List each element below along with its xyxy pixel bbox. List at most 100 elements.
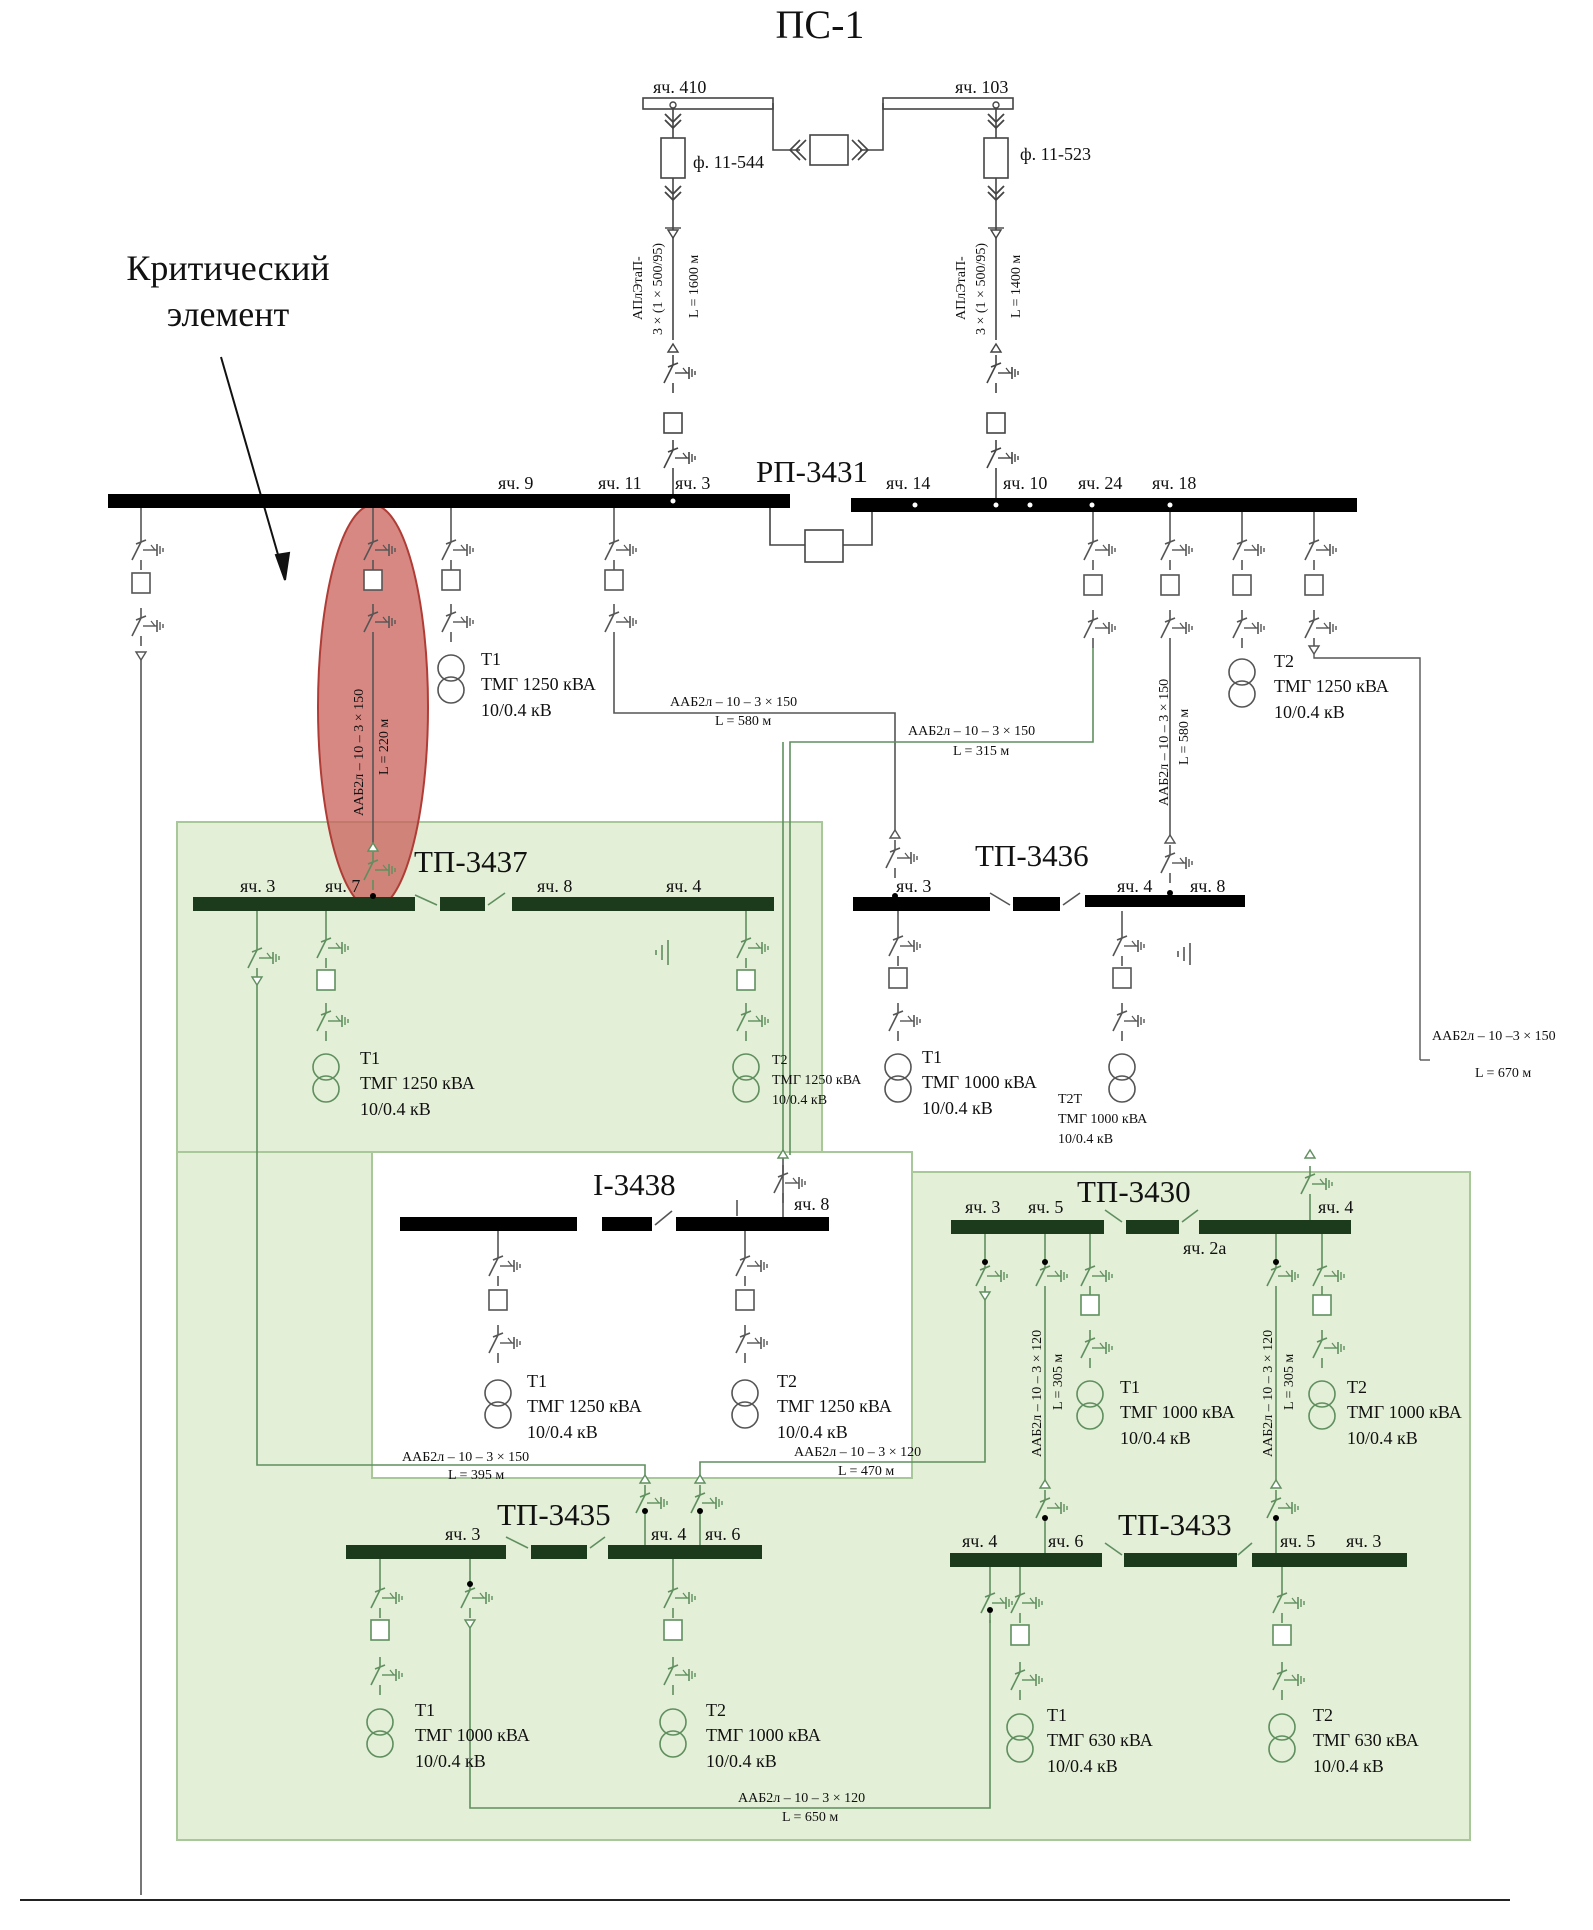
- diagram-title: ПС-1: [776, 2, 865, 47]
- tp3437-cell-7: яч. 7: [325, 876, 360, 896]
- tp3437-bus-3[interactable]: [512, 897, 774, 911]
- tp3430-cell-5: яч. 5: [1028, 1197, 1063, 1217]
- cable-ps-left-section: 3 × (1 × 500/95): [651, 243, 666, 335]
- tp3438-bus-1[interactable]: [400, 1217, 577, 1231]
- cable-ps-left-type: АПлЭтаП-: [631, 256, 646, 320]
- tp3437-t1-id: T1: [360, 1048, 380, 1068]
- tp3435-t1-voltage: 10/0.4 кВ: [415, 1751, 486, 1771]
- tp3430-cell-2a: яч. 2а: [1183, 1238, 1226, 1258]
- cable-315-type: ААБ2л – 10 – 3 × 150: [908, 724, 1035, 739]
- cable-580v-length: L = 580 м: [1177, 709, 1192, 765]
- tp3438-name: I-3438: [593, 1167, 676, 1202]
- tp3437-name: ТП-3437: [414, 844, 528, 879]
- cable-650-length: L = 650 м: [782, 1810, 838, 1825]
- tp3436-cell-3: яч. 3: [896, 876, 931, 896]
- rp3431-feeders: [131, 508, 1430, 1895]
- cable-470-type: ААБ2л – 10 – 3 × 120: [794, 1445, 921, 1460]
- tp3437-cell-3: яч. 3: [240, 876, 275, 896]
- tp3437-cell-8: яч. 8: [537, 876, 572, 896]
- rp3431-t1-model: ТМГ 1250 кВА: [481, 674, 596, 694]
- cable-395-length: L = 395 м: [448, 1468, 504, 1483]
- tp3436-bus-3[interactable]: [1085, 895, 1245, 907]
- tp3435-bus-2[interactable]: [531, 1545, 587, 1559]
- ps1-section: [642, 97, 1019, 500]
- tp3430-cell-3: яч. 3: [965, 1197, 1000, 1217]
- tp3435: [346, 1474, 991, 1809]
- tp3438-t2-model: ТМГ 1250 кВА: [777, 1396, 892, 1416]
- rp3431-cell-9: яч. 9: [498, 473, 533, 493]
- cable-315-length: L = 315 м: [953, 744, 1009, 759]
- tp3430-t2-model: ТМГ 1000 кВА: [1347, 1402, 1462, 1422]
- tp3430-bus-1[interactable]: [951, 1220, 1104, 1234]
- tp3435-cell-4: яч. 4: [651, 1524, 686, 1544]
- tp3435-cell-6: яч. 6: [705, 1524, 740, 1544]
- zone-tp3437: [176, 821, 823, 1153]
- tp3430-bus-3[interactable]: [1199, 1220, 1351, 1234]
- tp3438-bus-3[interactable]: [676, 1217, 829, 1231]
- cable-ps-right-section: 3 × (1 × 500/95): [974, 243, 989, 335]
- rp3431-cell-24: яч. 24: [1078, 473, 1122, 493]
- tp3437-t1-voltage: 10/0.4 кВ: [360, 1099, 431, 1119]
- tp3436-t2-model: ТМГ 1000 кВА: [1058, 1112, 1148, 1127]
- tp3437-bus-2[interactable]: [440, 897, 485, 911]
- tp3437-t2-voltage: 10/0.4 кВ: [772, 1093, 827, 1108]
- tp3438-t1-id: T1: [527, 1371, 547, 1391]
- tp3437-t1-model: ТМГ 1250 кВА: [360, 1073, 475, 1093]
- cable-ps-right-type: АПлЭтаП-: [954, 256, 969, 320]
- rp3431-cell-3: яч. 3: [675, 473, 710, 493]
- tp3438-bus-2[interactable]: [602, 1217, 652, 1231]
- tp3435-t1-id: T1: [415, 1700, 435, 1720]
- ps-cell-103: яч. 103: [955, 77, 1008, 97]
- tp3437-t2-model: ТМГ 1250 кВА: [772, 1073, 862, 1088]
- rp3431-t2-voltage: 10/0.4 кВ: [1274, 702, 1345, 722]
- cable-ps-left-label: АПлЭтаП- 3 × (1 × 500/95) L = 1600 м: [631, 243, 702, 335]
- tp3430-t1-model: ТМГ 1000 кВА: [1120, 1402, 1235, 1422]
- tp3433-cell-4: яч. 4: [962, 1531, 997, 1551]
- tp3435-bus-1[interactable]: [346, 1545, 506, 1559]
- tp3433-bus-3[interactable]: [1252, 1553, 1407, 1567]
- tp3436-t1-voltage: 10/0.4 кВ: [922, 1098, 993, 1118]
- rp3431-bus-2[interactable]: [851, 498, 1357, 512]
- tp3436-cell-4: яч. 4: [1117, 876, 1152, 896]
- tp3430: [699, 1149, 1351, 1480]
- cable-305b-length: L = 305 м: [1282, 1354, 1297, 1410]
- rp3431-t1-id: T1: [481, 649, 501, 669]
- tp3433-name: ТП-3433: [1118, 1507, 1232, 1542]
- tp3435-bus-3[interactable]: [608, 1545, 762, 1559]
- rp3431-cell-14: яч. 14: [886, 473, 930, 493]
- rp3431-bus-1[interactable]: [108, 494, 790, 508]
- tp3430-bus-2[interactable]: [1126, 1220, 1179, 1234]
- cable-crit-length: L = 220 м: [377, 719, 392, 775]
- tp3437-cell-4: яч. 4: [666, 876, 701, 896]
- tp3437-bus-1[interactable]: [193, 897, 415, 911]
- tp3430-cell-4: яч. 4: [1318, 1197, 1353, 1217]
- rp3431-t2-model: ТМГ 1250 кВА: [1274, 676, 1389, 696]
- cable-580v-type: ААБ2л – 10 – 3 × 150: [1157, 679, 1172, 806]
- cable-ps-left-length: L = 1600 м: [687, 255, 702, 318]
- tp3438-t1-model: ТМГ 1250 кВА: [527, 1396, 642, 1416]
- tp3433-bus-2[interactable]: [1124, 1553, 1237, 1567]
- cable-670-type: ААБ2л – 10 –3 × 150: [1432, 1029, 1556, 1044]
- rp3431: [108, 494, 1357, 563]
- rp3431-t1-voltage: 10/0.4 кВ: [481, 700, 552, 720]
- tp3433-t2-voltage: 10/0.4 кВ: [1313, 1756, 1384, 1776]
- tp3433-t1-voltage: 10/0.4 кВ: [1047, 1756, 1118, 1776]
- tp3438-cell-8: яч. 8: [794, 1194, 829, 1214]
- tp3436-cell-8: яч. 8: [1190, 876, 1225, 896]
- tp3436: [853, 829, 1245, 1103]
- tp3438-t1-voltage: 10/0.4 кВ: [527, 1422, 598, 1442]
- critical-label-line1: Критический: [126, 248, 329, 288]
- rp3431-cell-10: яч. 10: [1003, 473, 1047, 493]
- tp3436-t1-id: T1: [922, 1047, 942, 1067]
- ps-bus-410: [642, 97, 774, 110]
- tp3438-t2-id: T2: [777, 1371, 797, 1391]
- tp3436-bus-2[interactable]: [1013, 897, 1060, 911]
- tp3436-bus-1[interactable]: [853, 897, 990, 911]
- tp3436-t1-model: ТМГ 1000 кВА: [922, 1072, 1037, 1092]
- cable-650-type: ААБ2л – 10 – 3 × 120: [738, 1791, 865, 1806]
- tp3438: [400, 1149, 829, 1429]
- tp3433-t2-model: ТМГ 630 кВА: [1313, 1730, 1419, 1750]
- cable-395-type: ААБ2л – 10 – 3 × 150: [402, 1450, 529, 1465]
- tp3433-bus-1[interactable]: [950, 1553, 1102, 1567]
